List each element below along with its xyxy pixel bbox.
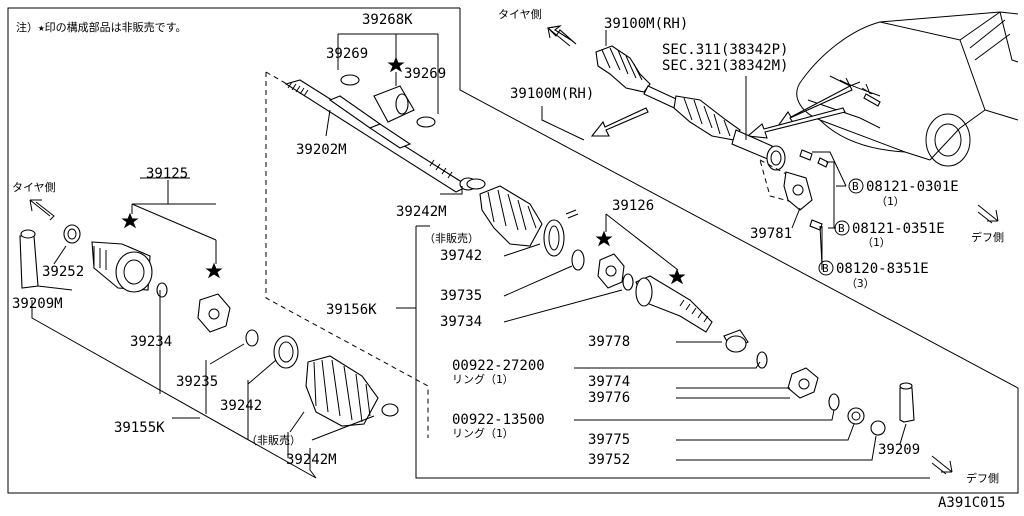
clamp-39242M-top	[466, 178, 486, 190]
label-39269-right: 39269	[404, 66, 446, 82]
bolt-number-2: 08121-0351E	[852, 221, 945, 237]
diff-side-label-bottom: デフ側	[966, 471, 999, 485]
right-small-parts	[723, 329, 915, 436]
label-39155K: 39155K	[114, 420, 165, 436]
labels: 39268K 39269 39269 39202M 39242M 39125 3…	[12, 12, 920, 468]
label-ring2-number: 00922-13500	[452, 412, 545, 428]
label-39735: 39735	[440, 288, 482, 304]
label-39734: 39734	[440, 314, 482, 330]
bolt-marker-1: B	[852, 180, 859, 193]
label-39242M-bottom: 39242M	[286, 452, 337, 468]
bolt-qty-2: （1）	[862, 236, 891, 249]
diagram-code: A391C015	[938, 495, 1005, 511]
diff-side-arrow-right: デフ側	[971, 204, 1004, 244]
tire-side-arrow-top: タイヤ側	[498, 8, 577, 47]
label-39742: 39742	[440, 248, 482, 264]
axle-assembly-top	[595, 45, 847, 270]
label-39125: 39125	[146, 166, 188, 182]
note-text: 注）★印の構成部品は非販売です。	[16, 20, 187, 34]
label-not-for-sale-bottom: （非販売）	[246, 434, 301, 447]
label-39776: 39776	[588, 390, 630, 406]
label-39252: 39252	[42, 264, 84, 280]
bolt-marker-2: B	[838, 222, 845, 235]
dashed-group-upper	[265, 71, 451, 438]
leader-lines	[31, 30, 930, 479]
label-39234: 39234	[130, 334, 172, 350]
bolt-qty-1: （1）	[876, 195, 905, 208]
boot-39742	[479, 185, 579, 257]
bolt-callout-3: B 08120-8351E （3）	[818, 260, 929, 290]
label-39202M: 39202M	[296, 142, 347, 158]
bolt-qty-3: （3）	[846, 277, 875, 290]
label-not-for-sale-mid: （非販売）	[424, 232, 479, 245]
tire-side-label-left: タイヤ側	[12, 181, 56, 194]
label-39209: 39209	[878, 442, 920, 458]
label-ring1: リング（1）	[452, 372, 514, 386]
car-illustration	[796, 11, 1019, 167]
label-39268K: 39268K	[362, 12, 413, 28]
label-39100M-top: 39100M(RH)	[604, 16, 688, 32]
diff-side-label-right: デフ側	[971, 230, 1004, 244]
tire-side-label-top: タイヤ側	[498, 8, 542, 21]
clamp-39269-left	[340, 74, 360, 86]
left-group	[19, 203, 399, 427]
label-39269-left: 39269	[326, 46, 368, 62]
diff-side-arrow-bottom: デフ側	[931, 455, 999, 485]
bolt-callout-2: B 08121-0351E （1）	[834, 220, 945, 249]
clamp-39269-right	[416, 116, 436, 128]
label-39126: 39126	[612, 198, 654, 214]
label-39778: 39778	[588, 334, 630, 350]
bolt-number-3: 08120-8351E	[836, 261, 929, 277]
label-39209M: 39209M	[12, 296, 63, 312]
label-39775: 39775	[588, 432, 630, 448]
label-ring1-number: 00922-27200	[452, 358, 545, 374]
label-39774: 39774	[588, 374, 630, 390]
diagram-frame	[7, 7, 1019, 494]
shaft-39202M	[284, 79, 477, 193]
label-39242M-top: 39242M	[396, 204, 447, 220]
bolt-marker-3: B	[822, 262, 829, 275]
tire-side-arrow-left: タイヤ側	[12, 181, 56, 221]
label-39781: 39781	[750, 226, 792, 242]
pointer-arrows	[590, 85, 853, 139]
label-39235: 39235	[176, 374, 218, 390]
bolt-number-1: 08121-0301E	[866, 179, 959, 195]
label-39100M-mid: 39100M(RH)	[510, 86, 594, 102]
label-ring2: リング（1）	[452, 426, 514, 440]
label-39156K: 39156K	[326, 302, 377, 318]
bolt-callout-1: B 08121-0301E （1）	[848, 178, 959, 208]
label-sec311: SEC.311(38342P)	[662, 42, 788, 58]
kit-39268K	[337, 33, 439, 128]
label-sec321: SEC.321(38342M)	[662, 58, 788, 74]
label-39242: 39242	[220, 398, 262, 414]
joint-39126	[595, 213, 713, 333]
label-39752: 39752	[588, 452, 630, 468]
ring-39735	[571, 249, 585, 271]
